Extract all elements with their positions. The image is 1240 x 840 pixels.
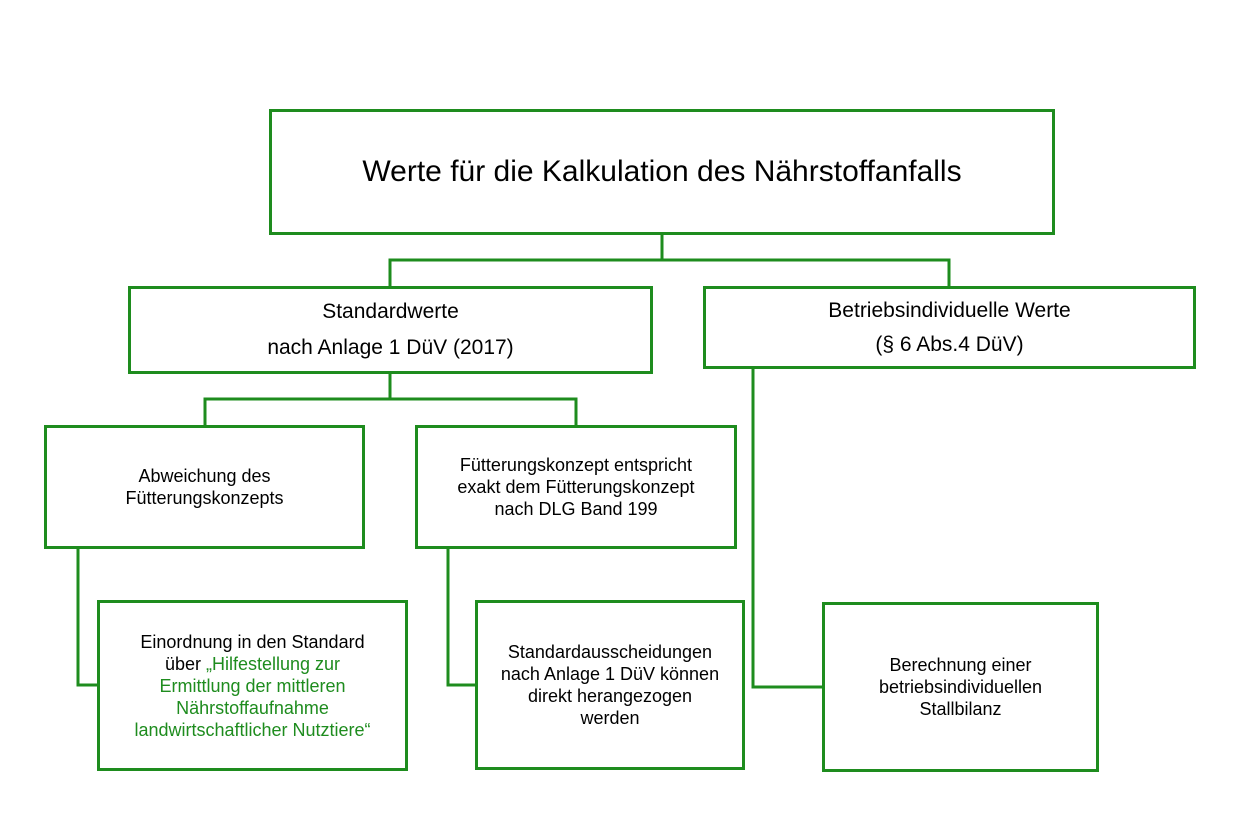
title-box: Werte für die Kalkulation des Nährstoffa…: [269, 109, 1055, 235]
title-label: Werte für die Kalkulation des Nährstoffa…: [362, 155, 962, 188]
fuetterungskonzept-line1: Fütterungskonzept entspricht: [459, 455, 693, 475]
einordnung-line5: landwirtschaftlicher Nutztiere“: [134, 719, 371, 740]
abweichung-line1: Abweichung des: [138, 466, 271, 486]
connector-std-branch: [203, 397, 578, 425]
connector-level2-branch: [388, 258, 951, 286]
standardwerte-line2: nach Anlage 1 DüV (2017): [267, 336, 514, 359]
berechnung-line3: Stallbilanz: [919, 699, 1002, 719]
einordnung-line2: über „Hilfestellung zur: [165, 653, 340, 675]
connector-ind-to-berechnung: [751, 369, 822, 689]
berechnung-line2: betriebsindividuellen: [878, 677, 1043, 697]
berechnung-box: Berechnung einer betriebsindividuellen S…: [822, 602, 1099, 772]
einordnung-line3: Ermittlung der mittleren: [159, 675, 346, 696]
standardausscheidungen-line3: direkt herangezogen: [527, 686, 693, 706]
einordnung-line1: Einordnung in den Standard: [140, 631, 365, 652]
connector-abw-to-einordnung: [76, 549, 97, 687]
standardausscheidungen-line4: werden: [580, 708, 640, 728]
einordnung-line2-green: „Hilfestellung zur: [205, 653, 341, 674]
standardausscheidungen-line1: Standardausscheidungen: [507, 642, 713, 662]
standardwerte-box: Standardwerte nach Anlage 1 DüV (2017): [128, 286, 653, 374]
standardwerte-line1: Standardwerte: [322, 300, 459, 323]
fuetterungskonzept-line3: nach DLG Band 199: [494, 499, 658, 519]
einordnung-line4: Nährstoffaufnahme: [176, 697, 329, 718]
standardausscheidungen-box: Standardausscheidungen nach Anlage 1 DüV…: [475, 600, 745, 770]
fuetterungskonzept-line2: exakt dem Fütterungskonzept: [457, 477, 695, 497]
connector-fk-to-standardausscheidungen: [446, 549, 475, 687]
berechnung-line1: Berechnung einer: [889, 655, 1032, 675]
einordnung-line2-prefix: über: [164, 653, 206, 674]
abweichung-box: Abweichung des Fütterungskonzepts: [44, 425, 365, 549]
fuetterungskonzept-box: Fütterungskonzept entspricht exakt dem F…: [415, 425, 737, 549]
abweichung-line2: Fütterungskonzepts: [125, 488, 284, 508]
betriebsindividuelle-werte-box: Betriebsindividuelle Werte (§ 6 Abs.4 Dü…: [703, 286, 1196, 369]
betriebsindividuell-line2: (§ 6 Abs.4 DüV): [875, 332, 1024, 356]
einordnung-box: Einordnung in den Standard über „Hilfest…: [97, 600, 408, 771]
standardausscheidungen-line2: nach Anlage 1 DüV können: [500, 664, 720, 684]
betriebsindividuell-line1: Betriebsindividuelle Werte: [828, 298, 1071, 322]
